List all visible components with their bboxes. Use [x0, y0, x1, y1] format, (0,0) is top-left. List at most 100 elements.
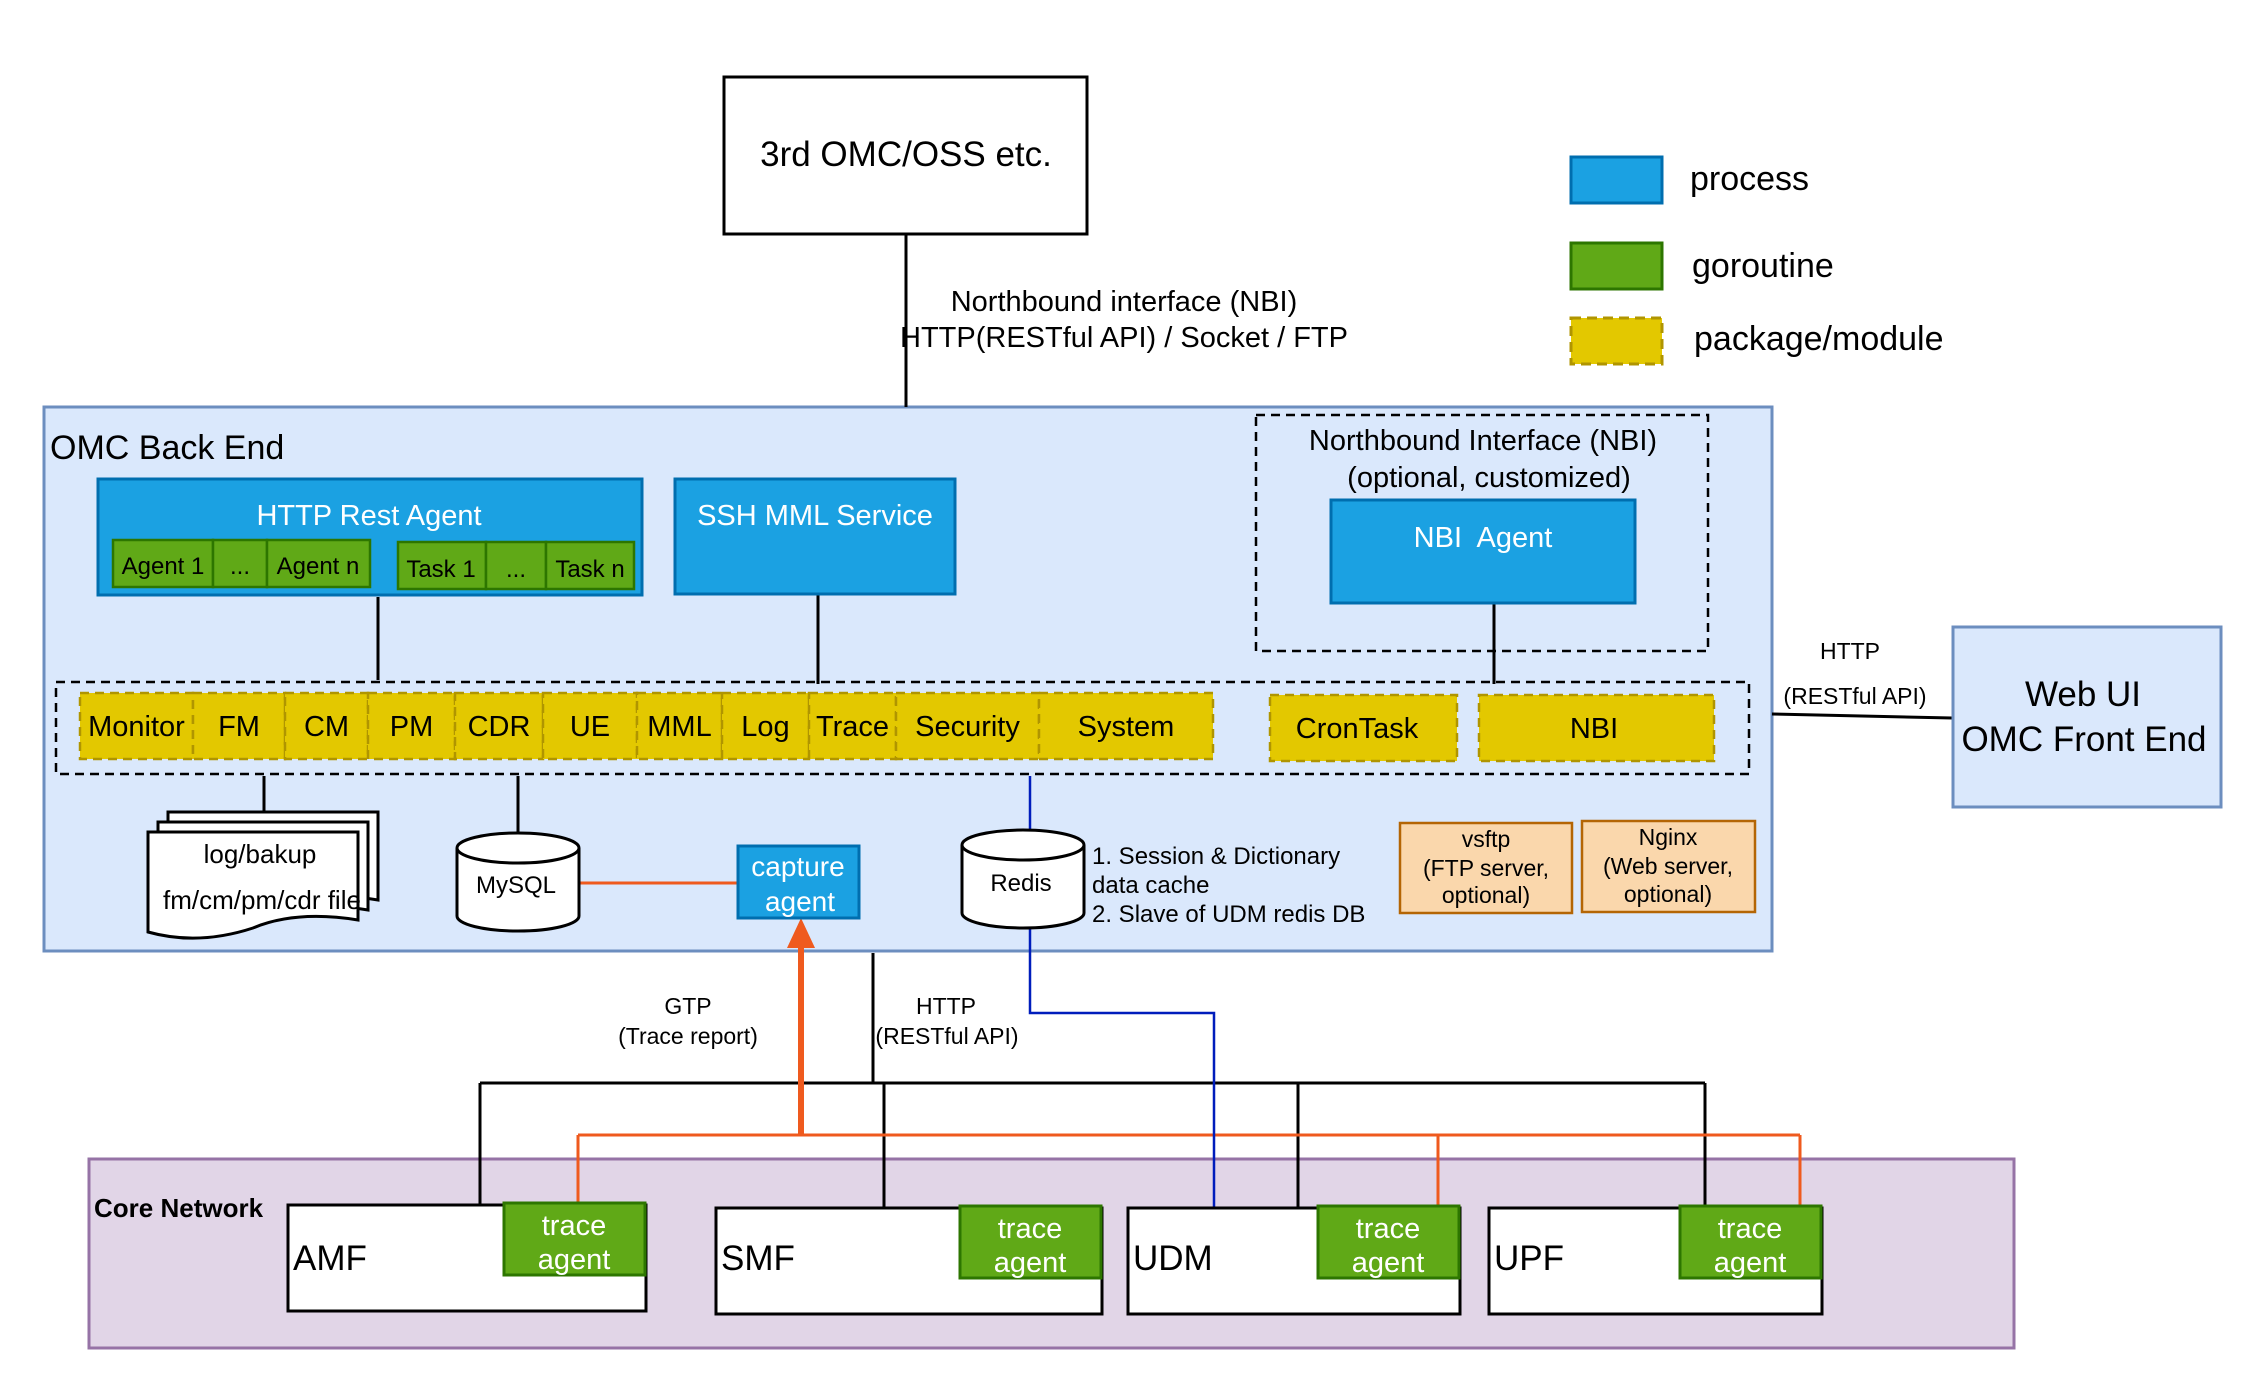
task-n-box [544, 540, 636, 591]
capture-agent-label-2: agent [765, 886, 835, 917]
nbi-optional-title-1: Northbound Interface (NBI) [1309, 425, 1657, 457]
legend-process-swatch [1569, 155, 1664, 205]
trace-agent-upf-label-2: agent [1714, 1247, 1787, 1279]
core-node-upf-label: UPF [1494, 1239, 1564, 1278]
trace-lines [576, 881, 1802, 1210]
module-trace-label: Trace [816, 711, 889, 743]
nbi-module-label: NBI [1570, 713, 1618, 745]
gtp-label-1: GTP [664, 993, 711, 1019]
trace-agent-udm [1316, 1204, 1461, 1280]
files-label-1: log/bakup [204, 839, 317, 869]
trace-agent-smf [958, 1204, 1103, 1280]
webui-link-label-1: HTTP [1820, 638, 1880, 664]
legend-goroutine-swatch [1569, 241, 1664, 291]
ssh-mml-service-box [673, 477, 957, 596]
redis-label: Redis [990, 870, 1051, 897]
crontask-module [1268, 693, 1459, 763]
nbi-link-label-1: Northbound interface (NBI) [951, 286, 1298, 318]
core-node-amf-label: AMF [293, 1239, 367, 1278]
webui-link-line [1771, 712, 1953, 720]
vsftp-label-3: optional) [1442, 882, 1530, 908]
module-mml-label: MML [647, 711, 711, 743]
module-fm-label: FM [218, 711, 260, 743]
task-n-label: Task n [555, 556, 624, 583]
module-mml [635, 691, 724, 761]
nbi-optional-title-2: (optional, customized) [1347, 462, 1631, 494]
module-trace [807, 691, 898, 761]
nbi-link-label-2: HTTP(RESTful API) / Socket / FTP [900, 322, 1348, 354]
legend-package-swatch [1569, 316, 1664, 366]
module-security-label: Security [915, 711, 1020, 743]
nbi-agent-box [1329, 498, 1637, 605]
trace-agent-smf-label-2: agent [994, 1247, 1067, 1279]
webui-label-2: OMC Front End [1961, 720, 2206, 759]
capture-agent-box [736, 844, 861, 920]
core-node-smf-label: SMF [721, 1239, 795, 1278]
legend-goroutine-label: goroutine [1692, 247, 1834, 285]
trace-agent-smf-label-1: trace [998, 1213, 1062, 1245]
module-ue-label: UE [570, 711, 610, 743]
core-network-title: Core Network [94, 1193, 264, 1223]
vsftp-box [1398, 821, 1574, 915]
http-core-label-2: (RESTful API) [875, 1023, 1018, 1049]
capture-agent-label-1: capture [751, 851, 844, 882]
agent-n-label: Agent n [277, 553, 360, 580]
task-1-box [396, 540, 488, 591]
core-node-udm-label: UDM [1133, 1239, 1213, 1278]
trace-agent-upf-label-1: trace [1718, 1213, 1782, 1245]
webui-box [1951, 625, 2223, 809]
trace-agent-amf-label-1: trace [542, 1210, 606, 1242]
module-security [894, 691, 1041, 761]
third-party-oss-box [722, 75, 1089, 236]
nginx-label-2: (Web server, [1603, 853, 1733, 879]
redis-udm-path [1028, 928, 1216, 1210]
nbi-module [1477, 693, 1716, 763]
module-pm-label: PM [390, 711, 434, 743]
http-core-label-1: HTTP [916, 993, 976, 1019]
nbi-optional-box [1254, 413, 1710, 653]
redis-note-3: 2. Slave of UDM redis DB [1092, 901, 1365, 928]
mysql-database-icon [455, 831, 581, 933]
redis-note-2: data cache [1092, 872, 1209, 899]
nbi-agent-label: NBI Agent [1414, 522, 1553, 554]
legend-process-label: process [1690, 160, 1809, 198]
nginx-label-3: optional) [1624, 881, 1712, 907]
webui-label-1: Web UI [2025, 675, 2141, 714]
backend-title: OMC Back End [50, 429, 284, 467]
task-1-label: Task 1 [406, 556, 475, 583]
webui-link-label-2: (RESTful API) [1783, 683, 1926, 709]
redis-database-icon [960, 828, 1086, 930]
trace-agent-amf [502, 1201, 647, 1277]
crontask-module-label: CronTask [1296, 713, 1419, 745]
trace-agent-udm-label-2: agent [1352, 1247, 1425, 1279]
redis-note-1: 1. Session & Dictionary [1092, 843, 1340, 870]
module-cm-label: CM [304, 711, 349, 743]
trace-agent-udm-label-1: trace [1356, 1213, 1420, 1245]
trace-agent-upf [1678, 1204, 1823, 1280]
module-ue [541, 691, 639, 761]
vsftp-label-2: (FTP server, [1423, 855, 1549, 881]
third-party-oss-label: 3rd OMC/OSS etc. [760, 135, 1052, 174]
module-log-label: Log [741, 711, 789, 743]
legend-package-label: package/module [1694, 320, 1944, 358]
module-system-label: System [1078, 711, 1175, 743]
task-ellipsis-label: ... [506, 556, 526, 583]
agent-1-label: Agent 1 [122, 553, 205, 580]
module-log [720, 691, 811, 761]
gtp-label-2: (Trace report) [618, 1023, 758, 1049]
files-label-2: fm/cm/pm/cdr file [163, 885, 361, 915]
nginx-label-1: Nginx [1639, 824, 1698, 850]
task-goroutines: Task 1 ... Task n [396, 540, 636, 591]
legend: process goroutine package/module [1569, 155, 1944, 366]
file-stack-icon [146, 810, 380, 940]
module-cdr-label: CDR [468, 711, 531, 743]
agent-ellipsis-box [211, 538, 269, 589]
module-cm [283, 691, 370, 761]
agent-ellipsis-label: ... [230, 553, 250, 580]
vsftp-label-1: vsftp [1462, 826, 1511, 852]
trace-agent-amf-label-2: agent [538, 1244, 611, 1276]
module-pm [366, 691, 457, 761]
agent-goroutines: Agent 1 ... Agent n [111, 538, 372, 589]
module-monitor [78, 691, 195, 761]
